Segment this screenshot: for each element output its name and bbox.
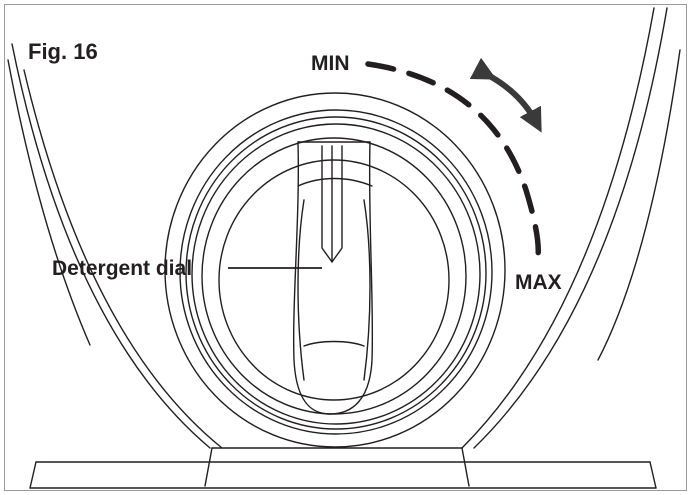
knob-side-right — [363, 199, 371, 381]
rotate-arrow-icon — [469, 57, 542, 133]
outer-bezel — [164, 92, 506, 448]
min-max-dashed-arc — [365, 61, 541, 259]
inner-cup-shadow — [218, 159, 450, 401]
housing-left-edge — [7, 59, 91, 346]
figure-frame — [4, 4, 687, 491]
knob-band — [297, 177, 373, 187]
knob-base — [303, 340, 365, 347]
housing-right-edge — [597, 49, 681, 361]
detergent-dial-callout: Detergent dial — [52, 257, 193, 280]
inner-ring — [201, 137, 467, 415]
housing-right-inner-contour — [461, 7, 655, 449]
tray-right-side — [649, 461, 657, 489]
tray-right-post — [461, 447, 470, 487]
housing-left-inner-contour — [23, 69, 223, 449]
max-label: MAX — [515, 271, 562, 294]
bezel-ring-2 — [185, 116, 487, 430]
bezel-ring-3 — [191, 123, 481, 425]
knob-side-left — [297, 199, 305, 381]
figure-label: Fig. 16 — [28, 39, 98, 64]
tray-left-side — [29, 461, 37, 489]
housing-left-outer-contour — [11, 43, 211, 449]
tray-left-post — [204, 447, 213, 487]
bezel-ring-1 — [179, 109, 493, 435]
knob-outline — [292, 141, 374, 415]
min-label: MIN — [311, 52, 350, 75]
housing-right-outer-contour — [473, 7, 668, 449]
